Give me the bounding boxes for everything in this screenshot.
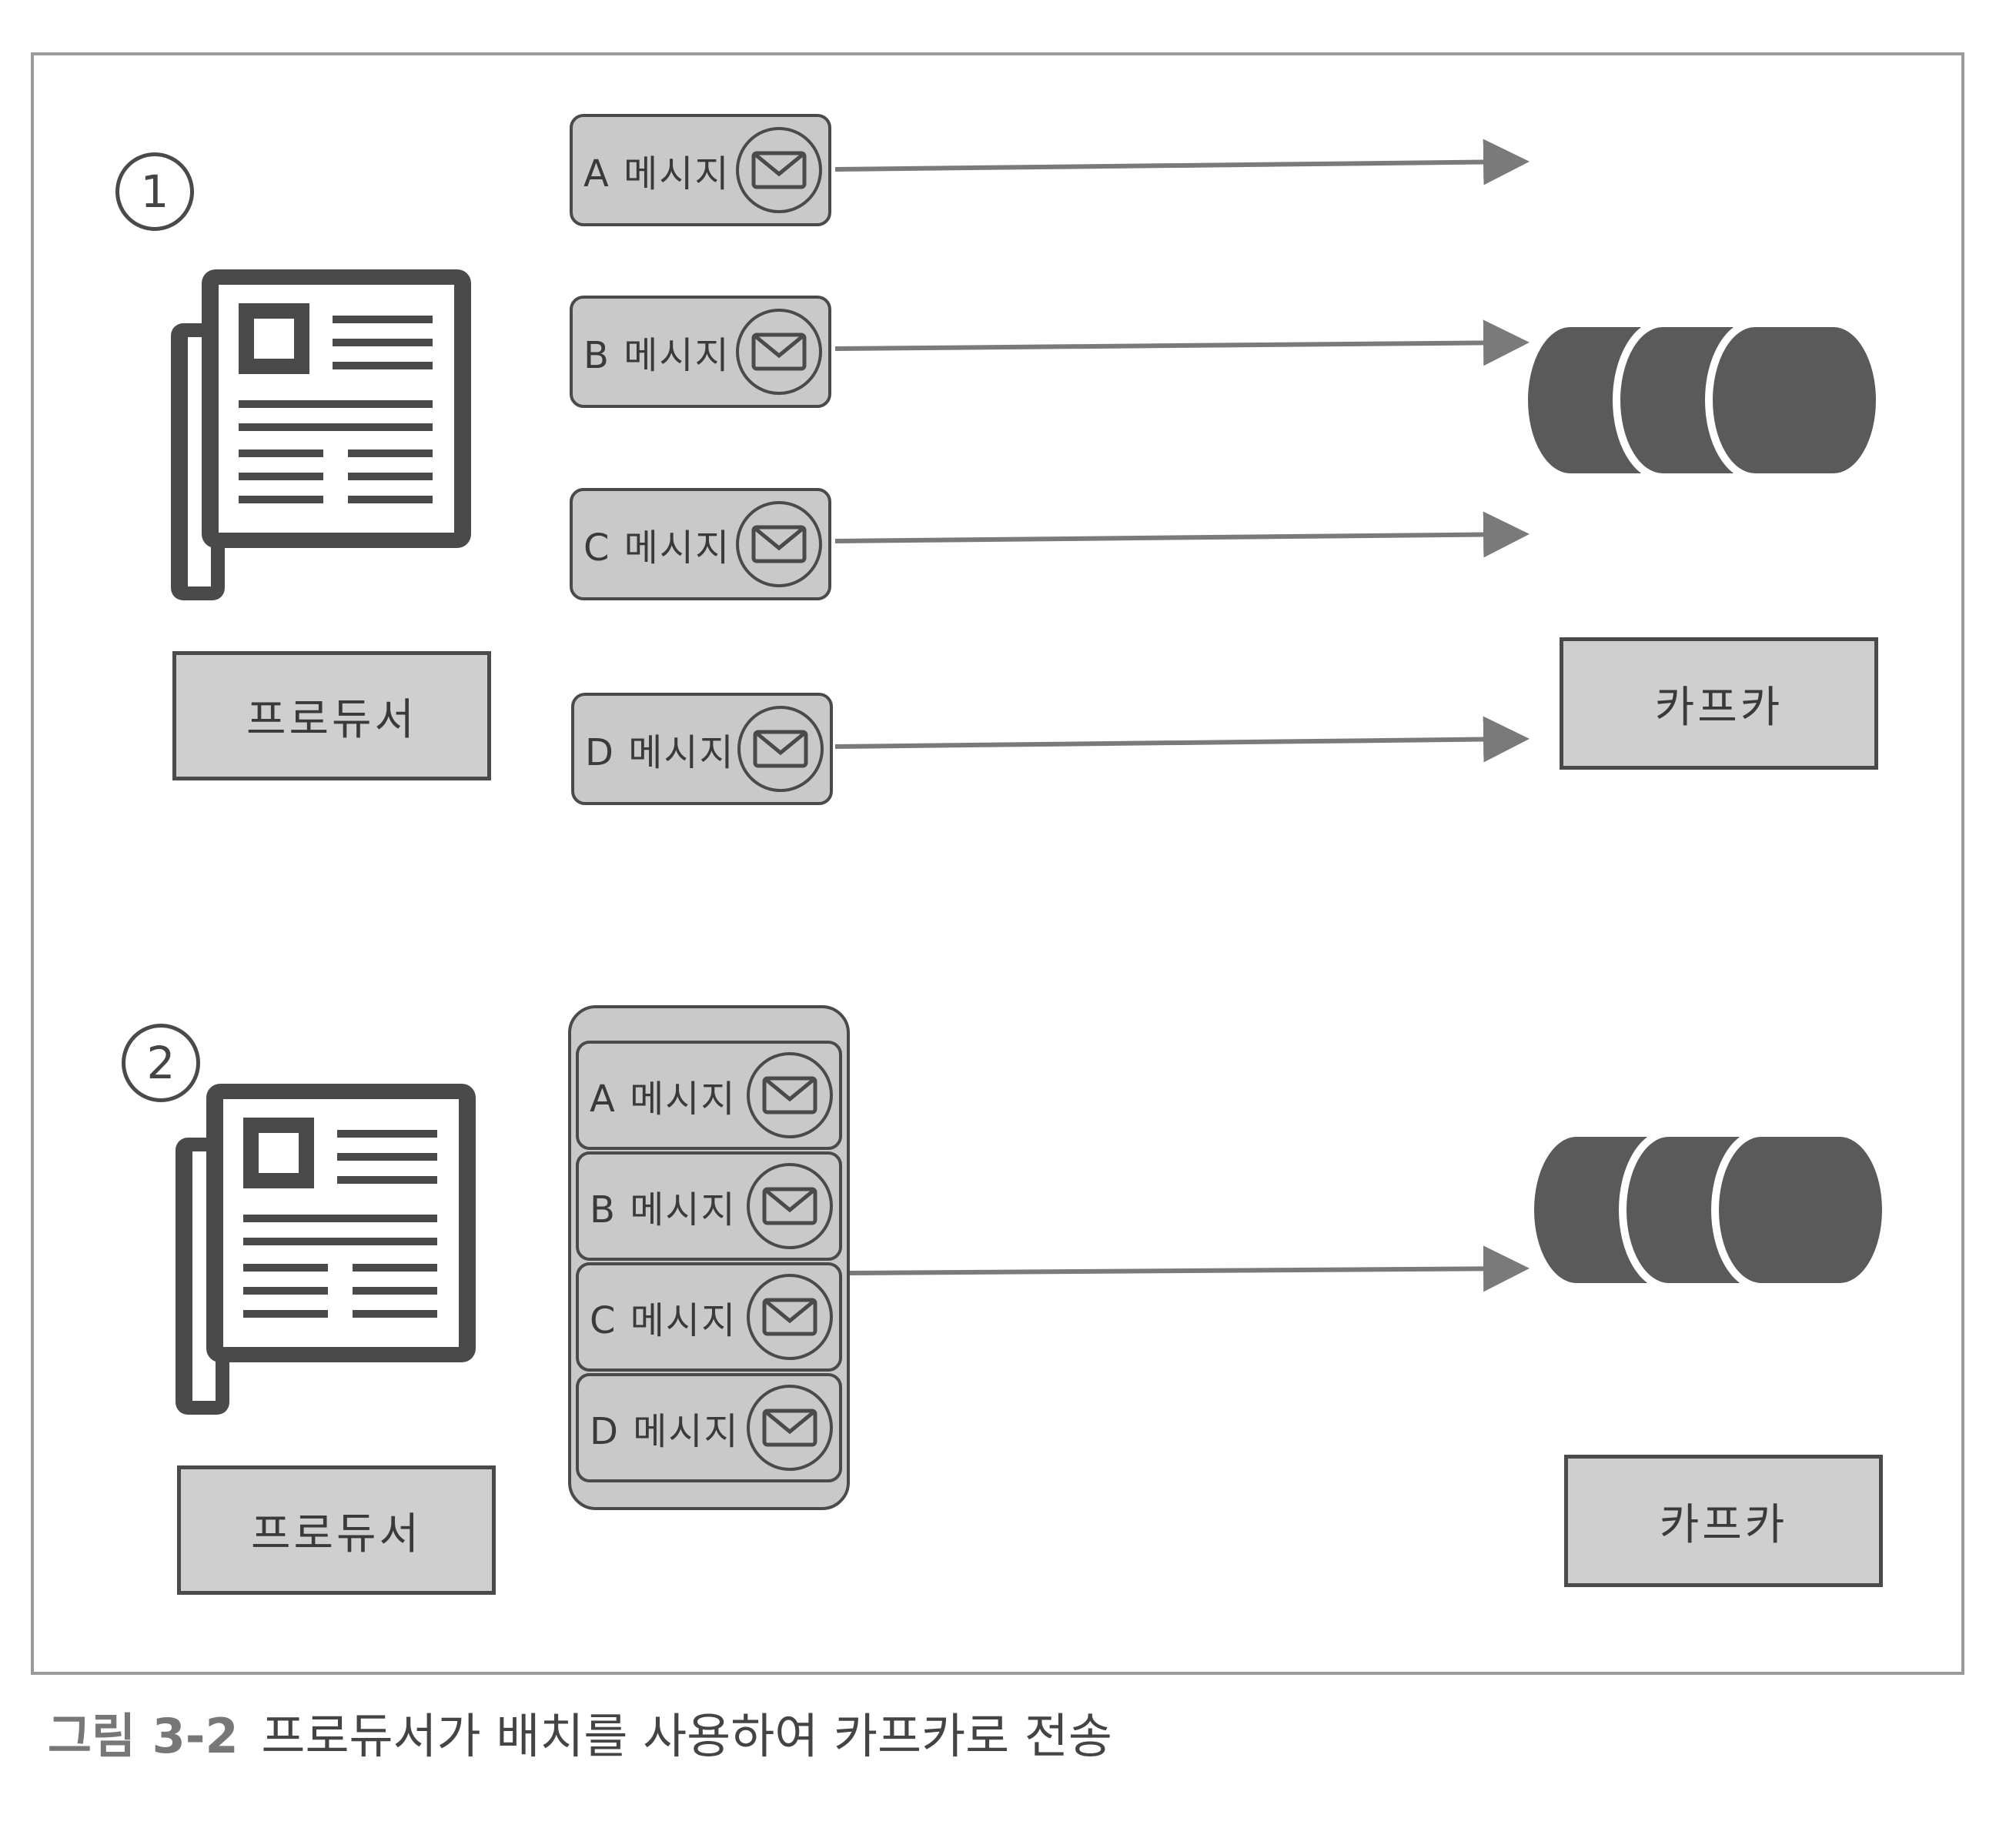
step-badge-2: 2 xyxy=(122,1024,200,1102)
message-c: C 메시지 xyxy=(570,488,831,600)
message-b: B 메시지 xyxy=(570,296,831,408)
arrow-d xyxy=(834,716,1530,763)
message-c: C 메시지 xyxy=(576,1262,842,1372)
message-d: D 메시지 xyxy=(571,693,833,805)
envelope-icon xyxy=(737,706,824,792)
message-a: A 메시지 xyxy=(576,1041,842,1150)
envelope-icon xyxy=(736,501,822,587)
message-label: D 메시지 xyxy=(585,731,735,774)
figure-caption: 그림 3-2 프로듀서가 배치를 사용하여 카프카로 전송 xyxy=(48,1697,1112,1766)
kafka-cluster-icon xyxy=(1520,319,1884,481)
diagram-frame xyxy=(31,52,1964,1675)
message-batch: A 메시지 B 메시지 C 메시지 D 메시지 xyxy=(568,1005,850,1510)
message-d: D 메시지 xyxy=(576,1373,842,1482)
arrow-batch xyxy=(849,1245,1530,1292)
envelope-icon xyxy=(747,1385,833,1471)
caption-number: 그림 3-2 xyxy=(48,1708,239,1764)
message-label: A 메시지 xyxy=(583,152,731,195)
message-label: C 메시지 xyxy=(590,1299,737,1342)
message-a: A 메시지 xyxy=(570,114,831,226)
producer-label-box: 프로듀서 xyxy=(177,1465,496,1595)
newspaper-icon xyxy=(176,1084,476,1415)
envelope-icon xyxy=(736,309,822,395)
producer-label-box: 프로듀서 xyxy=(172,651,491,780)
kafka-label-box: 카프카 xyxy=(1560,637,1878,770)
kafka-label-box: 카프카 xyxy=(1564,1455,1883,1587)
message-label: A 메시지 xyxy=(590,1078,737,1121)
message-label: D 메시지 xyxy=(590,1410,740,1453)
caption-text: 프로듀서가 배치를 사용하여 카프카로 전송 xyxy=(261,1708,1112,1764)
step-badge-1: 1 xyxy=(115,152,194,231)
kafka-cluster-icon xyxy=(1526,1129,1890,1291)
arrow-c xyxy=(834,511,1530,558)
envelope-icon xyxy=(747,1274,833,1360)
envelope-icon xyxy=(747,1163,833,1249)
envelope-icon xyxy=(747,1052,833,1138)
message-b: B 메시지 xyxy=(576,1151,842,1261)
message-label: C 메시지 xyxy=(583,526,731,570)
newspaper-icon xyxy=(171,269,471,600)
envelope-icon xyxy=(736,127,822,213)
message-label: B 메시지 xyxy=(583,334,731,377)
arrow-b xyxy=(834,319,1530,366)
arrow-a xyxy=(834,139,1530,185)
message-label: B 메시지 xyxy=(590,1188,737,1231)
